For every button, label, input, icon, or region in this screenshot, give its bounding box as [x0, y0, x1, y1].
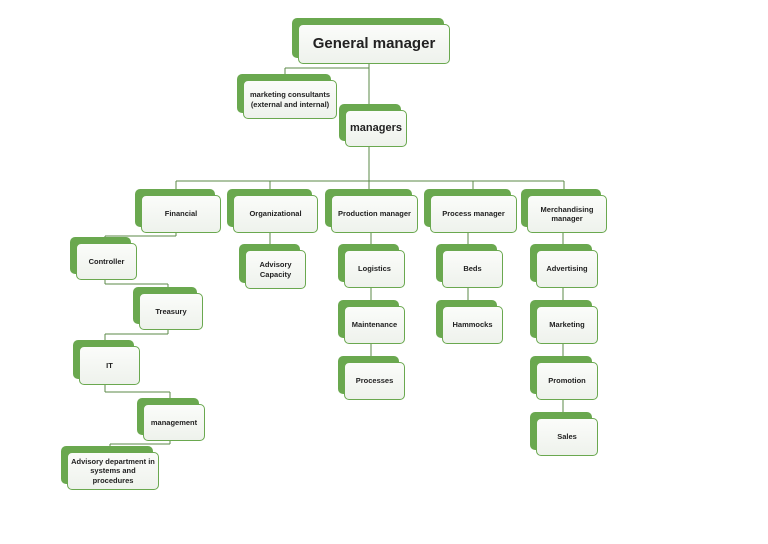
node-label: Financial — [141, 195, 221, 233]
node-treasury: Treasury — [133, 287, 203, 330]
node-maintenance: Maintenance — [338, 300, 405, 344]
node-merchandising-manager: Merchandising manager — [521, 189, 607, 233]
node-label: Logistics — [344, 250, 405, 288]
node-sales: Sales — [530, 412, 598, 456]
node-label: IT — [79, 346, 140, 385]
node-label: Beds — [442, 250, 503, 288]
node-management: management — [137, 398, 205, 441]
node-label: Marketing — [536, 306, 598, 344]
node-promotion: Promotion — [530, 356, 598, 400]
node-label: managers — [345, 110, 407, 147]
node-organizational: Organizational — [227, 189, 318, 233]
node-label: Advertising — [536, 250, 598, 288]
node-advisory-capacity: Advisory Capacity — [239, 244, 306, 289]
node-processes: Processes — [338, 356, 405, 400]
node-label: Advisory Capacity — [245, 250, 306, 289]
node-label: General manager — [298, 24, 450, 64]
node-label: Processes — [344, 362, 405, 400]
node-financial: Financial — [135, 189, 221, 233]
node-label: Organizational — [233, 195, 318, 233]
node-label: Sales — [536, 418, 598, 456]
node-beds: Beds — [436, 244, 503, 288]
node-label: Controller — [76, 243, 137, 280]
node-label: Merchandising manager — [527, 195, 607, 233]
node-label: Treasury — [139, 293, 203, 330]
node-label: Advisory department in systems and proce… — [67, 452, 159, 490]
node-label: management — [143, 404, 205, 441]
node-advertising: Advertising — [530, 244, 598, 288]
node-managers: managers — [339, 104, 407, 147]
node-controller: Controller — [70, 237, 137, 280]
node-label: Production manager — [331, 195, 418, 233]
node-logistics: Logistics — [338, 244, 405, 288]
node-advisory-department: Advisory department in systems and proce… — [61, 446, 159, 490]
node-label: Maintenance — [344, 306, 405, 344]
node-process-manager: Process manager — [424, 189, 517, 233]
node-marketing: Marketing — [530, 300, 598, 344]
node-label: Hammocks — [442, 306, 503, 344]
node-label: Promotion — [536, 362, 598, 400]
node-general-manager: General manager — [292, 18, 450, 64]
node-label: Process manager — [430, 195, 517, 233]
node-it: IT — [73, 340, 140, 385]
node-production-manager: Production manager — [325, 189, 418, 233]
node-hammocks: Hammocks — [436, 300, 503, 344]
node-marketing-consultants: marketing consultants (external and inte… — [237, 74, 337, 119]
node-label: marketing consultants (external and inte… — [243, 80, 337, 119]
